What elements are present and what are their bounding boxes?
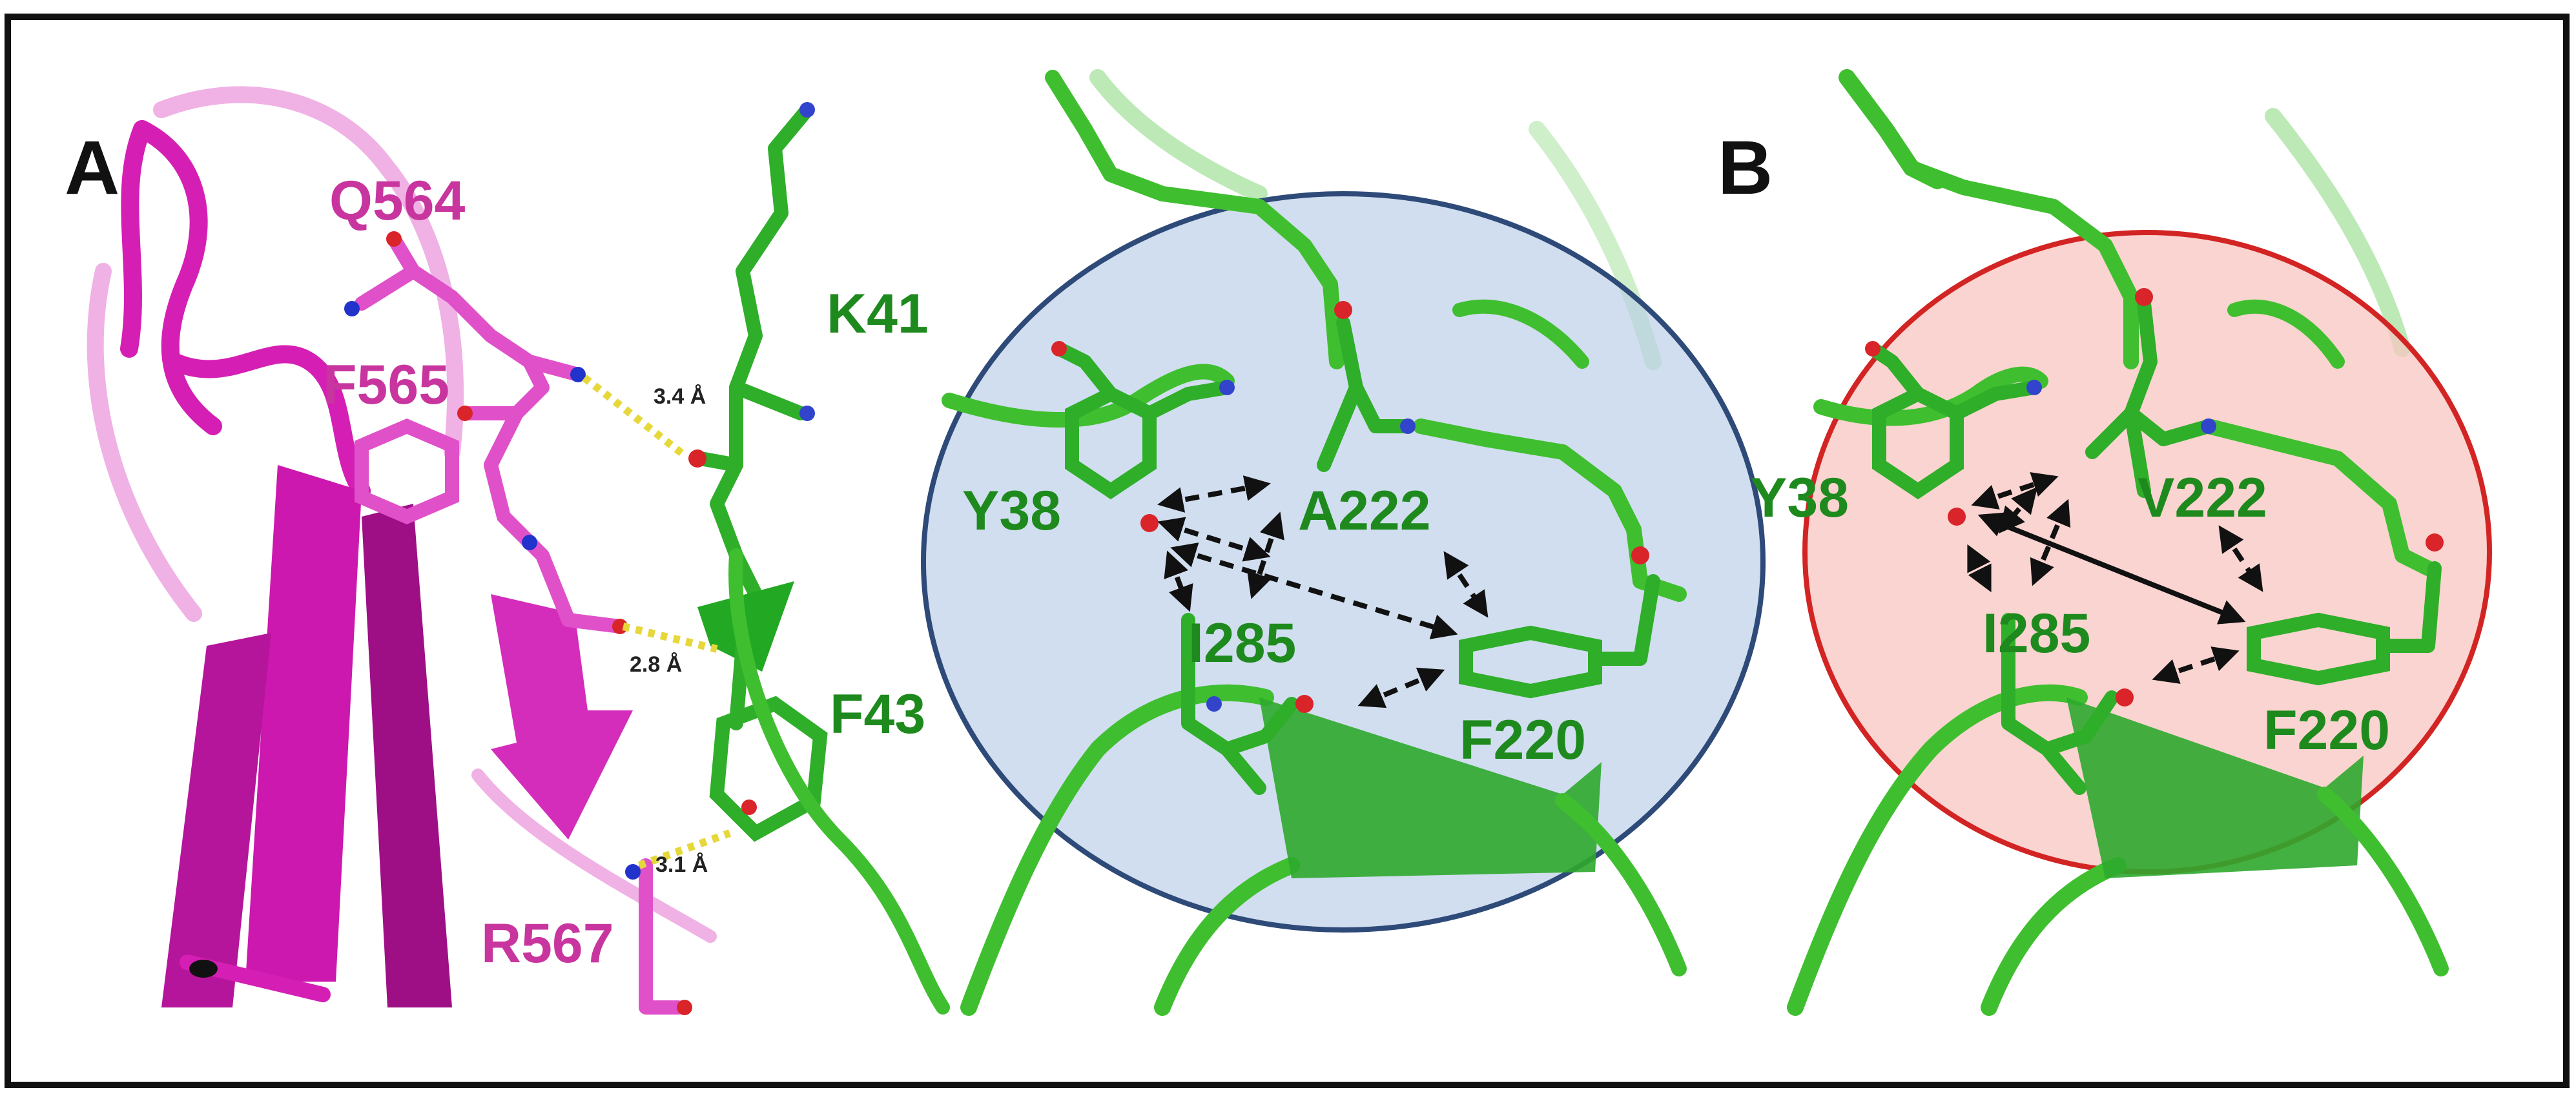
residue-label-f220-b: F220 [2263, 699, 2390, 761]
residue-label-i285-b: I285 [1983, 603, 2090, 665]
hbond-line [622, 623, 718, 653]
residue-label-r567: R567 [481, 913, 614, 975]
residue-label-v222: V222 [2138, 467, 2267, 529]
panel-b-pocket [1787, 69, 2492, 1016]
panel-a-pocket [921, 69, 1766, 1016]
distance-label-3: 3.1 Å [655, 852, 708, 877]
residue-label-f565: F565 [323, 354, 449, 416]
residue-label-y38-b: Y38 [1750, 467, 1849, 529]
panel-label-b: B [1718, 125, 1773, 211]
residue-label-q564: Q564 [329, 170, 466, 232]
residue-label-i285-a: I285 [1188, 612, 1296, 674]
panel-label-a: A [65, 125, 119, 211]
residue-label-a222: A222 [1298, 480, 1431, 542]
distance-label-1: 3.4 Å [654, 384, 706, 409]
distance-label-2: 2.8 Å [630, 652, 682, 677]
residue-label-f220-a: F220 [1459, 709, 1586, 771]
residue-label-f43: F43 [830, 683, 925, 745]
residue-label-k41: K41 [827, 283, 929, 345]
hbond-line [582, 375, 687, 459]
bottom-fade [11, 840, 2563, 1082]
residue-label-y38-a: Y38 [962, 480, 1061, 542]
